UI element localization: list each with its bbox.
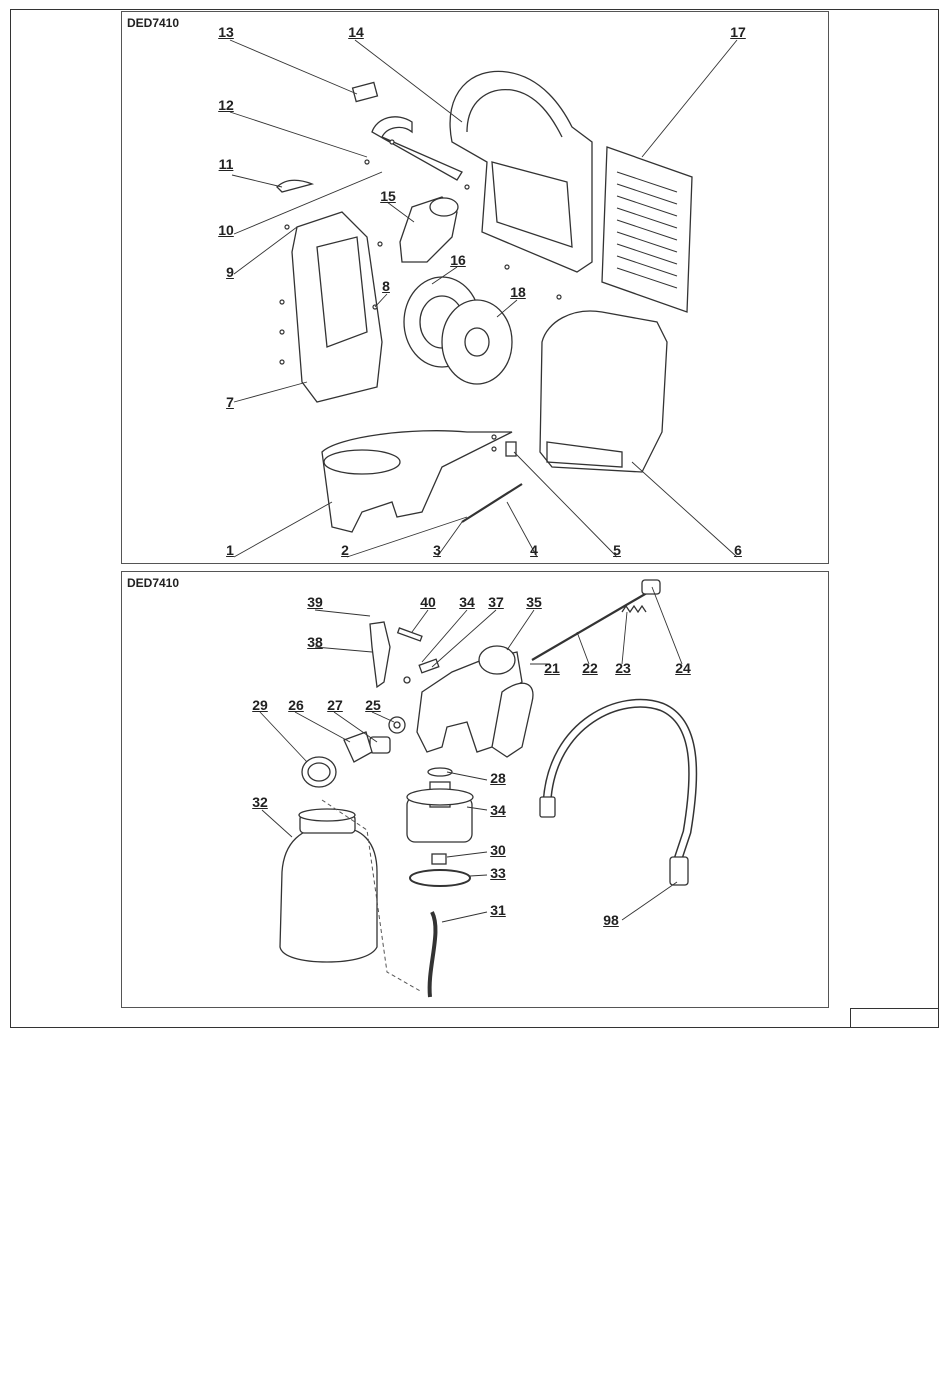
- housing-parts-drawing: [122, 12, 830, 565]
- callout-98: 98: [603, 912, 619, 928]
- seal-part: [410, 870, 470, 886]
- callout-10: 10: [218, 222, 234, 238]
- callout-35: 35: [526, 594, 542, 610]
- callout-34-lid: 34: [490, 802, 506, 818]
- callout-40: 40: [420, 594, 436, 610]
- callout-6: 6: [734, 542, 742, 558]
- base-part: [322, 431, 512, 532]
- callout-39: 39: [307, 594, 323, 610]
- callout-37: 37: [488, 594, 504, 610]
- callout-26: 26: [288, 697, 304, 713]
- callout-12: 12: [218, 97, 234, 113]
- exploded-view-housing: DED7410: [121, 11, 829, 564]
- clamp-part: [372, 117, 462, 180]
- callout-9: 9: [226, 264, 234, 280]
- exploded-view-spray-gun: DED7410: [121, 571, 829, 1008]
- callout-22: 22: [582, 660, 598, 676]
- callout-31: 31: [490, 902, 506, 918]
- callout-27: 27: [327, 697, 343, 713]
- needle-part: [532, 590, 652, 660]
- left-housing-part: [292, 212, 382, 402]
- callout-38: 38: [307, 634, 323, 650]
- pin-part: [398, 628, 422, 641]
- switch-part: [353, 82, 378, 101]
- callout-15: 15: [380, 188, 396, 204]
- callout-16: 16: [450, 252, 466, 268]
- corner-box: [850, 1008, 939, 1028]
- callout-5: 5: [613, 542, 621, 558]
- suction-tube-part: [430, 912, 436, 997]
- trigger-lever-part: [370, 622, 390, 687]
- cover-part: [540, 311, 667, 472]
- callout-30: 30: [490, 842, 506, 858]
- container-part: [280, 827, 377, 962]
- callout-32: 32: [252, 794, 268, 810]
- callout-18: 18: [510, 284, 526, 300]
- knob-part: [642, 580, 660, 594]
- callout-8: 8: [382, 278, 390, 294]
- callout-3: 3: [433, 542, 441, 558]
- callout-4: 4: [530, 542, 538, 558]
- callout-34: 34: [459, 594, 475, 610]
- callout-14: 14: [348, 24, 364, 40]
- callout-11: 11: [219, 156, 234, 172]
- spray-gun-parts-drawing: [122, 572, 830, 1009]
- callout-28: 28: [490, 770, 506, 786]
- callout-7: 7: [226, 394, 234, 410]
- nozzle-cap-part: [344, 732, 372, 762]
- nut-part: [506, 442, 516, 456]
- callout-24: 24: [675, 660, 691, 676]
- callout-1: 1: [226, 542, 234, 558]
- rod-part: [462, 484, 522, 522]
- callout-23: 23: [615, 660, 631, 676]
- callout-29: 29: [252, 697, 268, 713]
- callout-17: 17: [730, 24, 746, 40]
- clip-part: [277, 180, 312, 192]
- callout-25: 25: [365, 697, 381, 713]
- hose-part: [547, 703, 693, 862]
- spring-part: [622, 606, 646, 612]
- callout-33: 33: [490, 865, 506, 881]
- handle-frame-part: [450, 71, 592, 272]
- callout-21: 21: [544, 660, 560, 676]
- callout-13: 13: [218, 24, 234, 40]
- hex-nut-part: [432, 854, 446, 864]
- callout-2: 2: [341, 542, 349, 558]
